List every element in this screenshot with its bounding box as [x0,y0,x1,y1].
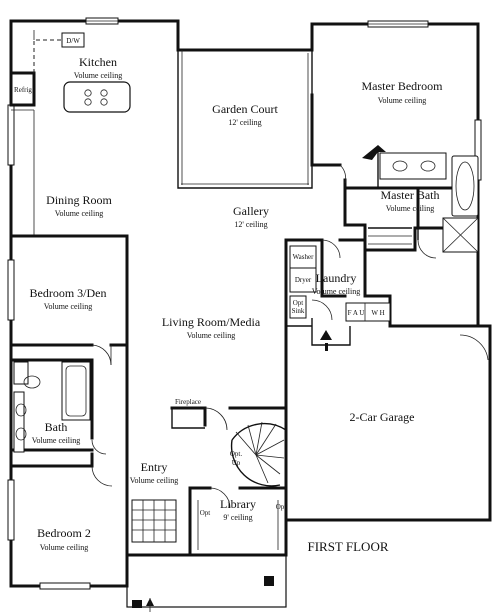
dishwasher-label: D/W [66,37,80,45]
bedroom3-name: Bedroom 3/Den [30,286,107,300]
opt-left-label: Opt [200,509,211,517]
laundry-ceiling: Volume ceiling [312,287,361,296]
dining-room-name: Dining Room [46,193,112,207]
doors [91,164,489,509]
master-bedroom-name: Master Bedroom [362,79,444,93]
entry-walls [125,343,288,557]
opt-sink-label-2: Sink [292,307,305,315]
master-bath-fixtures [362,145,479,253]
opt-right-label: Opt [276,503,287,511]
library-ceiling: 9' ceiling [223,513,252,522]
garage-name: 2-Car Garage [350,410,415,424]
entry-name: Entry [141,460,168,474]
kitchen-walls [9,30,131,236]
living-room-ceiling: Volume ceiling [187,331,236,340]
bedroom3-ceiling: Volume ceiling [44,302,93,311]
bath-name: Bath [45,420,68,434]
gallery-name: Gallery [233,204,269,218]
water-heater-label: W H [371,309,384,317]
bath-ceiling: Volume ceiling [32,436,81,445]
master-bath-ceiling: Volume ceiling [386,204,435,213]
fau-label: F A U [348,309,365,317]
laundry-name: Laundry [316,271,357,285]
living-room-name: Living Room/Media [162,315,261,329]
garden-court-name: Garden Court [212,102,278,116]
fireplace-label: Fireplace [175,398,201,406]
master-bedroom-ceiling: Volume ceiling [378,96,427,105]
garden-court-ceiling: 12' ceiling [228,118,261,127]
left-bedrooms-walls [9,234,129,588]
refrigerator-label: Refrig [14,86,32,94]
dining-room-ceiling: Volume ceiling [55,209,104,218]
room-labels: Kitchen Volume ceiling Garden Court 12' … [30,55,444,554]
opt-up-label-1: Opt. [230,450,243,458]
opt-up-label-2: Up [232,459,241,467]
washer-label: Washer [293,253,314,261]
bedroom2-name: Bedroom 2 [37,526,91,540]
plan-title: FIRST FLOOR [307,539,388,554]
master-bath-name: Master Bath [381,188,440,202]
entry-ceiling: Volume ceiling [130,476,179,485]
porch [126,554,287,612]
dryer-label: Dryer [295,276,312,284]
bedroom2-ceiling: Volume ceiling [40,543,89,552]
kitchen-name: Kitchen [79,55,117,69]
laundry-walls [284,238,480,522]
kitchen-ceiling: Volume ceiling [74,71,123,80]
opt-sink-label: Opt [293,299,304,307]
fixture-labels: D/W Refrig Washer Dryer Opt Sink F A U W… [14,37,385,517]
gallery-ceiling: 12' ceiling [234,220,267,229]
library-name: Library [220,497,256,511]
